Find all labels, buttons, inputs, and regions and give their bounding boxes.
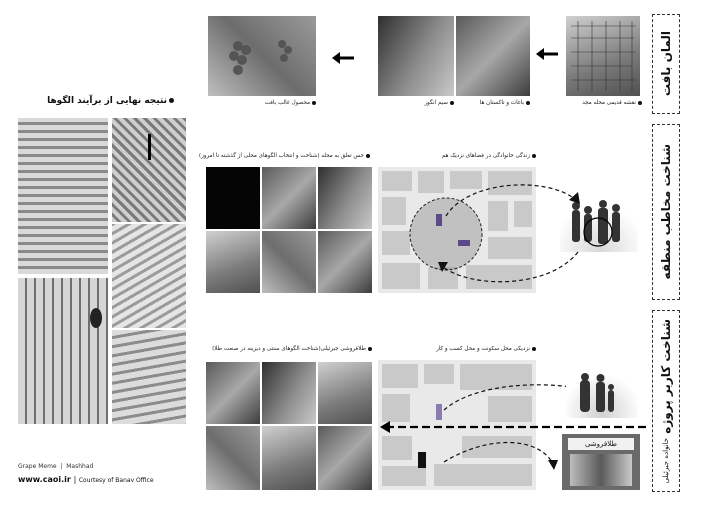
final-title: نتیجه نهایی از برآیند الگوها xyxy=(47,96,174,106)
section-label-text: شناخت کاربر پروژه خانواده جبرئیلی xyxy=(659,319,673,483)
garden-alley-photo xyxy=(456,16,530,96)
dashed-arrow-icon xyxy=(438,184,580,283)
pattern-photo-1 xyxy=(18,118,108,274)
jewelry-photo-5 xyxy=(262,426,316,490)
caption-goldsmith: طلافروشی جبرئیلی(شناخت الگوهای سنتی و دی… xyxy=(208,346,372,353)
section-label-user: شناخت کاربر پروژه خانواده جبرئیلی xyxy=(652,310,680,492)
circle-highlight-icon xyxy=(409,197,483,271)
jewelry-photo-2 xyxy=(262,362,316,424)
separator: | xyxy=(73,475,79,484)
family-photo xyxy=(560,196,638,252)
arrow-left-icon xyxy=(536,48,558,60)
section-label-sub: خانواده جبرئیلی xyxy=(662,437,670,484)
section-label-audience: شناخت مخاطب منطقه xyxy=(652,124,680,300)
caption-gardens: باغات و تاکستان ها xyxy=(456,100,530,107)
vine-trellis-photo xyxy=(378,16,454,96)
arrow-left-icon xyxy=(332,52,354,64)
footer-site[interactable]: www.caoi.ir | Courtesy of Banav Office xyxy=(18,475,154,484)
section-label-text: شناخت مخاطب منطقه xyxy=(659,144,673,280)
bullet-icon xyxy=(450,100,454,105)
family-user-photo xyxy=(566,370,638,418)
jewelry-photo-4 xyxy=(206,426,260,490)
pattern-photo-4 xyxy=(18,278,108,424)
site-link[interactable]: www.caoi.ir xyxy=(18,475,71,484)
caption-belonging: حس تعلق به محله (شناخت و انتخاب الگوهای … xyxy=(199,153,370,160)
facade-photo-4 xyxy=(206,231,260,293)
pattern-photo-2 xyxy=(112,118,186,222)
grapes-photo xyxy=(208,16,316,96)
bullet-icon xyxy=(526,100,530,105)
courtesy-text: Courtesy of Banav Office xyxy=(78,477,154,484)
neighborhood-map-1 xyxy=(378,167,536,293)
grape-cluster-icon xyxy=(229,40,292,75)
footer-credit: Grape Meme | Mashhad xyxy=(18,463,94,470)
bullet-icon xyxy=(366,153,370,158)
bullet-icon xyxy=(532,346,536,351)
old-map-photo xyxy=(566,16,640,96)
pattern-photo-5 xyxy=(112,330,186,424)
jewelry-photo-1 xyxy=(206,362,260,424)
pattern-photo-3 xyxy=(112,224,186,328)
facade-photo-3 xyxy=(318,167,372,229)
map-texture-icon xyxy=(571,21,636,91)
shop-sign: طلافروشی xyxy=(568,438,634,450)
bullet-icon xyxy=(532,153,536,158)
facade-photo-1 xyxy=(206,167,260,229)
dashed-arrow-left-icon xyxy=(380,421,646,433)
facade-photo-2 xyxy=(262,167,316,229)
facade-photo-5 xyxy=(262,231,316,293)
neighborhood-map-2 xyxy=(378,360,536,490)
caption-living: زندگی خانوادگی در فضاهای نزدیک هم xyxy=(378,153,536,160)
bullet-icon xyxy=(169,98,174,103)
facade-photo-6 xyxy=(318,231,372,293)
caption-proximity: نزدیکی محل سکونت و محل کسب و کار xyxy=(378,346,536,353)
caption-old-map: نقشه قدیمی محله مجد xyxy=(566,100,642,107)
bullet-icon xyxy=(638,100,642,105)
section-label-text: المان بافت xyxy=(659,31,673,97)
section-label-fabric-element: المان بافت xyxy=(652,14,680,114)
jewelry-photo-3 xyxy=(318,362,372,424)
bullet-icon xyxy=(368,346,372,351)
caption-product: محصول غالب بافت xyxy=(208,100,316,107)
jewelry-photo-6 xyxy=(318,426,372,490)
goldsmith-shop-photo: طلافروشی xyxy=(562,434,640,490)
caption-vine: سیم انگور xyxy=(378,100,454,107)
section-label-main: شناخت کاربر پروژه xyxy=(659,318,673,434)
bullet-icon xyxy=(312,100,316,105)
